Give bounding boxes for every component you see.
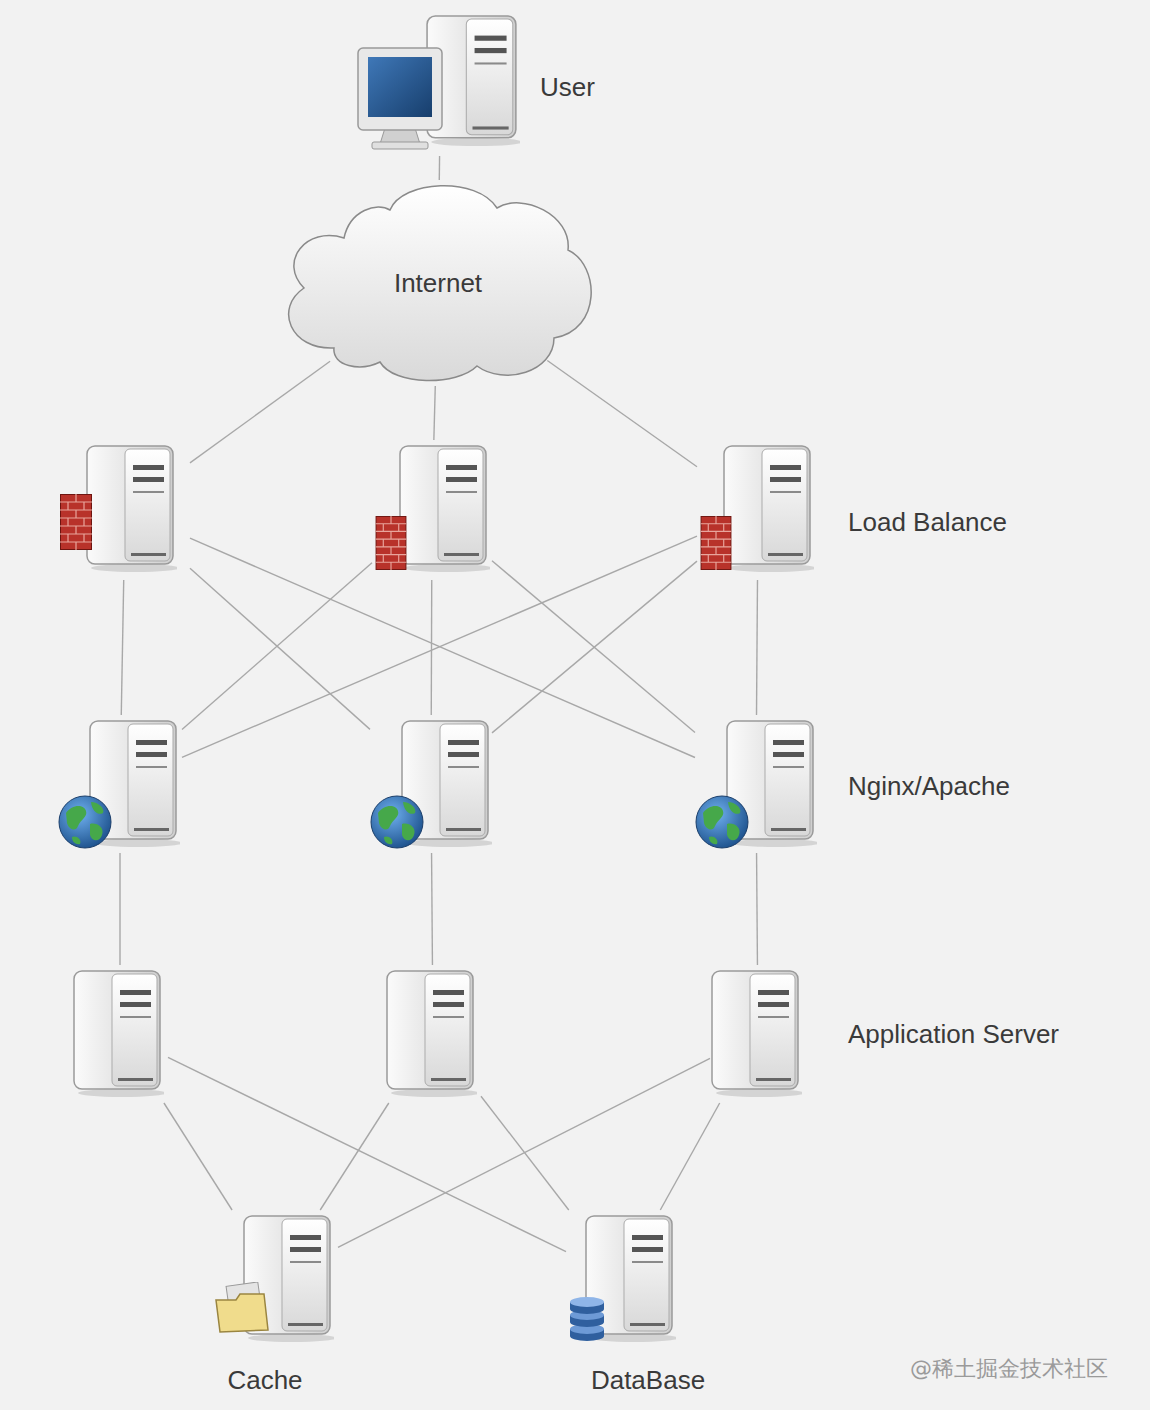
connector-line: [320, 1103, 389, 1210]
connector-line: [434, 386, 435, 440]
connector-line: [119, 853, 120, 965]
connector-line: [182, 563, 372, 730]
application-servers: [74, 971, 804, 1097]
load-balancer: [60, 440, 190, 580]
load-balancer-servers: [60, 446, 816, 572]
application-server: [385, 965, 481, 1103]
connector-line: [660, 1103, 719, 1210]
cache-server: Cache: [214, 1210, 338, 1348]
node-label: DataBase: [591, 1365, 705, 1396]
node-label: Application Server: [848, 1019, 1059, 1050]
connector-line: [547, 361, 697, 467]
load-balancer: [372, 440, 492, 580]
connector-line: [439, 156, 441, 180]
node-label: Load Balance: [848, 507, 1007, 538]
cloud-outline: [289, 186, 592, 381]
connector-line: [756, 580, 758, 715]
connector-line: [431, 580, 433, 715]
web-server: [370, 715, 492, 853]
connector-line: [121, 580, 123, 715]
connector-line: [492, 561, 697, 733]
node-label: Internet: [394, 268, 482, 299]
node-label: Cache: [227, 1365, 302, 1396]
storage-servers: [216, 1216, 678, 1342]
connector-line: [164, 1103, 232, 1210]
connector-line: [431, 853, 433, 965]
user-computer: User: [358, 8, 523, 156]
node-label: Nginx/Apache: [848, 771, 1010, 802]
watermark: @稀土掘金技术社区: [910, 1356, 1108, 1382]
web-server: [58, 715, 182, 853]
connector-line: [190, 568, 370, 729]
web-servers: [59, 721, 819, 848]
internet-cloud: Internet: [272, 180, 604, 386]
user-computer: [358, 16, 522, 149]
load-balancer: Load Balance: [697, 440, 819, 580]
connector-line: [168, 1057, 566, 1251]
application-server: [72, 965, 168, 1103]
connector-line: [190, 361, 330, 463]
database-server: DataBase: [566, 1210, 678, 1348]
application-server: Application Server: [710, 965, 806, 1103]
node-label: User: [540, 72, 595, 103]
connector-line: [756, 853, 758, 965]
web-server: Nginx/Apache: [695, 715, 817, 853]
